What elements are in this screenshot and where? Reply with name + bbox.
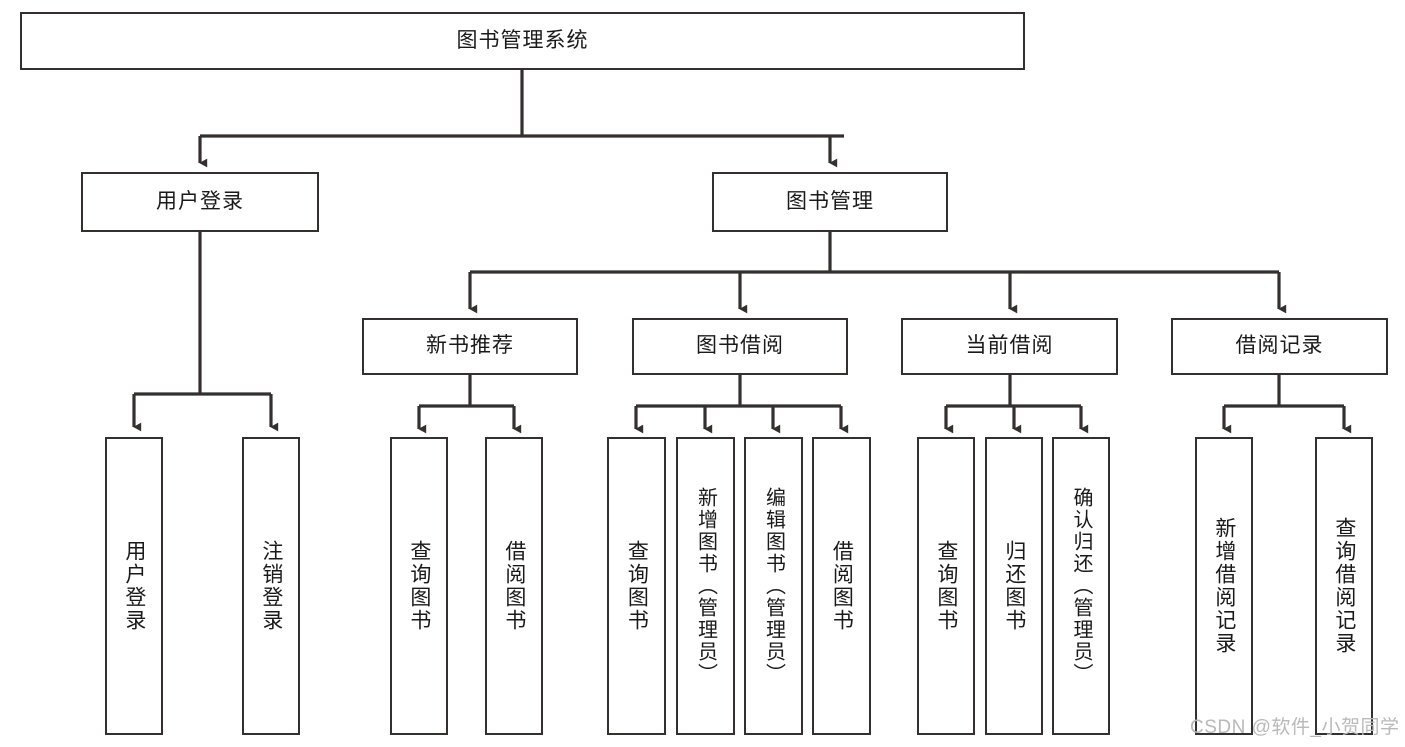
node-book-borrow-label: 图书借阅 bbox=[696, 334, 784, 358]
node-user-login[interactable]: 用户登录 bbox=[81, 172, 319, 232]
watermark: CSDN @软件_小贺同学 bbox=[1190, 717, 1400, 738]
leaf-return-book-label: 归还图书 bbox=[1002, 540, 1026, 632]
leaf-user-logout[interactable]: 注销登录 bbox=[242, 437, 300, 735]
leaf-query-book-borrow[interactable]: 查询图书 bbox=[607, 437, 666, 735]
node-book-management[interactable]: 图书管理 bbox=[712, 172, 948, 232]
node-new-book-recommend[interactable]: 新书推荐 bbox=[362, 318, 578, 375]
node-borrow-record[interactable]: 借阅记录 bbox=[1171, 318, 1388, 375]
node-user-login-label: 用户登录 bbox=[156, 189, 244, 213]
node-current-borrow[interactable]: 当前借阅 bbox=[901, 318, 1118, 375]
leaf-return-book[interactable]: 归还图书 bbox=[985, 437, 1043, 735]
node-book-borrow[interactable]: 图书借阅 bbox=[632, 318, 848, 375]
leaf-user-logout-label: 注销登录 bbox=[259, 540, 283, 632]
leaf-edit-book-admin[interactable]: 编辑图书（管理员） bbox=[744, 437, 803, 735]
node-root-label: 图书管理系统 bbox=[456, 28, 589, 52]
leaf-borrow-book[interactable]: 借阅图书 bbox=[812, 437, 871, 735]
node-book-management-label: 图书管理 bbox=[786, 189, 874, 213]
leaf-borrow-book-recommend[interactable]: 借阅图书 bbox=[485, 437, 543, 735]
leaf-query-book-current[interactable]: 查询图书 bbox=[917, 437, 975, 735]
node-borrow-record-label: 借阅记录 bbox=[1235, 334, 1324, 358]
leaf-query-borrow-record[interactable]: 查询借阅记录 bbox=[1315, 437, 1373, 735]
leaf-borrow-book-label: 借阅图书 bbox=[830, 540, 854, 632]
node-root[interactable]: 图书管理系统 bbox=[20, 12, 1025, 70]
leaf-confirm-return-admin[interactable]: 确认归还（管理员） bbox=[1052, 437, 1110, 735]
leaf-edit-book-admin-label: 编辑图书（管理员） bbox=[762, 487, 785, 685]
leaf-borrow-book-recommend-label: 借阅图书 bbox=[502, 540, 526, 632]
leaf-query-book-borrow-label: 查询图书 bbox=[625, 540, 649, 632]
leaf-query-book-recommend-label: 查询图书 bbox=[407, 540, 431, 632]
leaf-add-borrow-record-label: 新增借阅记录 bbox=[1212, 517, 1236, 655]
leaf-confirm-return-admin-label: 确认归还（管理员） bbox=[1070, 487, 1092, 685]
node-new-book-recommend-label: 新书推荐 bbox=[426, 334, 514, 358]
leaf-query-book-recommend[interactable]: 查询图书 bbox=[390, 437, 448, 735]
leaf-add-borrow-record[interactable]: 新增借阅记录 bbox=[1195, 437, 1253, 735]
leaf-query-borrow-record-label: 查询借阅记录 bbox=[1332, 517, 1356, 655]
leaf-user-login[interactable]: 用户登录 bbox=[105, 437, 163, 735]
leaf-add-book-admin[interactable]: 新增图书（管理员） bbox=[676, 437, 735, 735]
leaf-add-book-admin-label: 新增图书（管理员） bbox=[694, 487, 717, 685]
node-current-borrow-label: 当前借阅 bbox=[965, 334, 1054, 358]
leaf-user-login-label: 用户登录 bbox=[122, 540, 146, 632]
leaf-query-book-current-label: 查询图书 bbox=[934, 540, 958, 632]
